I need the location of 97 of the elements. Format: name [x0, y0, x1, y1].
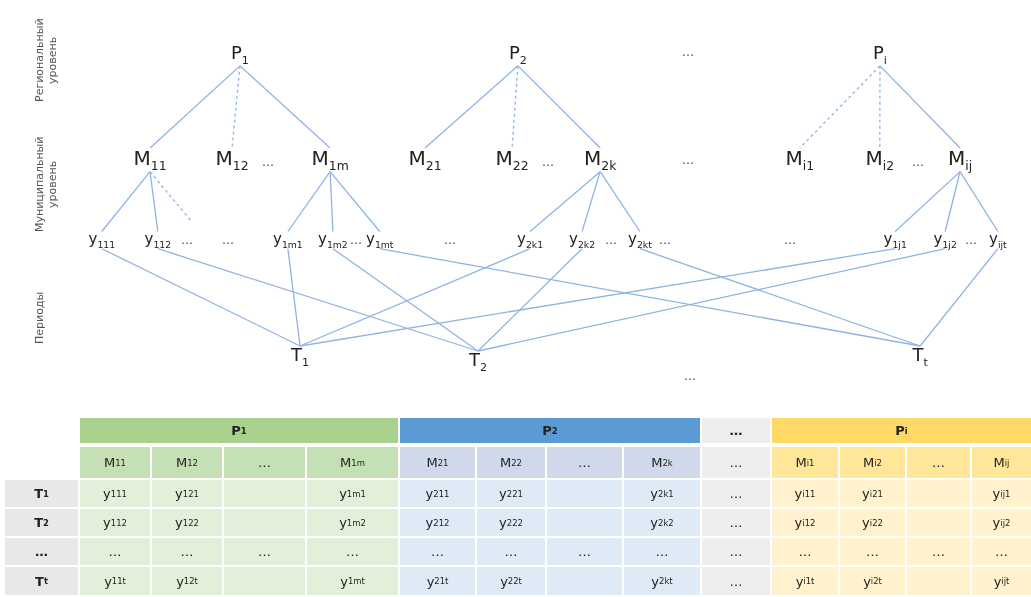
variable-label: T$_{1}$ [291, 345, 310, 369]
subheader-cell: … [547, 447, 622, 478]
table-cell: … [80, 538, 150, 565]
header-cell: … [702, 418, 770, 443]
row-header-cell: … [5, 538, 78, 565]
variable-label: P$_{2}$ [509, 43, 527, 67]
connector-line [329, 171, 334, 233]
variable-label: M$_{i2}$ [865, 147, 895, 173]
variable-label: M$_{21}$ [408, 147, 442, 173]
table-cell: … [972, 538, 1031, 565]
connector-line [511, 65, 519, 149]
variable-label: y$_{1m2}$ [318, 230, 348, 250]
connector-line [287, 171, 331, 233]
connector-line [477, 248, 583, 352]
table-cell: … [624, 538, 700, 565]
subheader-cell: … [224, 447, 305, 478]
connector-line [581, 171, 601, 233]
table-cell: … [702, 509, 770, 536]
variable-label: M$_{2k}$ [584, 147, 617, 173]
table-cell: … [477, 538, 545, 565]
connector-line [231, 65, 241, 149]
connector-line [944, 171, 961, 233]
ellipsis-text: … [350, 233, 362, 247]
ellipsis-text: … [659, 233, 671, 247]
connector-line [799, 65, 881, 149]
connector-line [149, 171, 193, 223]
variable-label: y$_{1mt}$ [366, 230, 394, 250]
table-cell: … [152, 538, 222, 565]
connector-line [157, 248, 479, 352]
table-cell: … [307, 538, 398, 565]
ellipsis-text: … [682, 153, 694, 167]
subheader-cell: … [702, 447, 770, 478]
connector-line [919, 248, 999, 347]
connector-line [379, 248, 921, 347]
ellipsis-text: … [444, 233, 456, 247]
variable-label: y$_{112}$ [144, 230, 172, 250]
variable-label: y$_{111}$ [88, 230, 116, 250]
connector-line [959, 171, 999, 233]
ellipsis-text: … [682, 45, 694, 59]
connector-line [517, 65, 601, 149]
level-label: Региональный уровень [34, 17, 60, 104]
variable-label: M$_{22}$ [495, 147, 529, 173]
connector-line [599, 171, 641, 233]
subheader-cell: … [907, 447, 970, 478]
variable-label: y$_{2k1}$ [517, 230, 544, 250]
variable-label: M$_{11}$ [133, 147, 167, 173]
table-cell: … [400, 538, 475, 565]
table-cell: … [772, 538, 838, 565]
connector-line [149, 171, 159, 233]
ellipsis-text: … [181, 233, 193, 247]
connector-line [149, 65, 241, 149]
variable-label: P$_{1}$ [231, 43, 249, 67]
connector-line [879, 65, 961, 149]
ellipsis-text: … [684, 369, 696, 383]
connector-line [239, 65, 331, 149]
table-cell: … [702, 480, 770, 507]
connector-line [299, 248, 896, 347]
variable-label: M$_{1m}$ [311, 147, 349, 173]
ellipsis-text: … [965, 233, 977, 247]
connector-line [424, 65, 519, 149]
connector-line [101, 171, 151, 233]
variable-label: y$_{1m1}$ [273, 230, 303, 250]
ellipsis-text: … [912, 155, 924, 169]
variable-label: y$_{1j1}$ [883, 230, 907, 250]
ellipsis-text: … [605, 233, 617, 247]
variable-label: y$_{2kt}$ [628, 230, 652, 250]
connector-line [894, 171, 961, 233]
connector-line [529, 171, 601, 233]
variable-label: y$_{ijt}$ [989, 230, 1007, 250]
connector-line [101, 248, 301, 347]
connector-line [639, 248, 921, 347]
variable-label: T$_{t}$ [912, 345, 928, 369]
table-cell: … [907, 538, 970, 565]
level-label: Периоды [34, 290, 47, 346]
connector-line [332, 248, 479, 352]
ellipsis-text: … [542, 155, 554, 169]
table-cell: … [702, 567, 770, 595]
variable-label: M$_{ij}$ [948, 147, 973, 173]
connector-line [329, 171, 381, 233]
table-cell: … [547, 538, 622, 565]
variable-label: y$_{1j2}$ [933, 230, 957, 250]
level-label: Муниципальный уровень [34, 135, 60, 235]
connector-line [299, 248, 531, 347]
table-cell: … [702, 538, 770, 565]
ellipsis-text: … [222, 233, 234, 247]
connector-line [287, 248, 301, 347]
table-cell: … [840, 538, 905, 565]
variable-label: y$_{2k2}$ [569, 230, 596, 250]
variable-label: P$_{i}$ [873, 43, 887, 67]
variable-label: M$_{i1}$ [785, 147, 815, 173]
ellipsis-text: … [262, 155, 274, 169]
connector-line [477, 248, 946, 352]
variable-label: T$_{2}$ [469, 350, 488, 374]
connector-line [879, 65, 881, 149]
table-cell: … [224, 538, 305, 565]
ellipsis-text: … [784, 233, 796, 247]
variable-label: M$_{12}$ [215, 147, 249, 173]
